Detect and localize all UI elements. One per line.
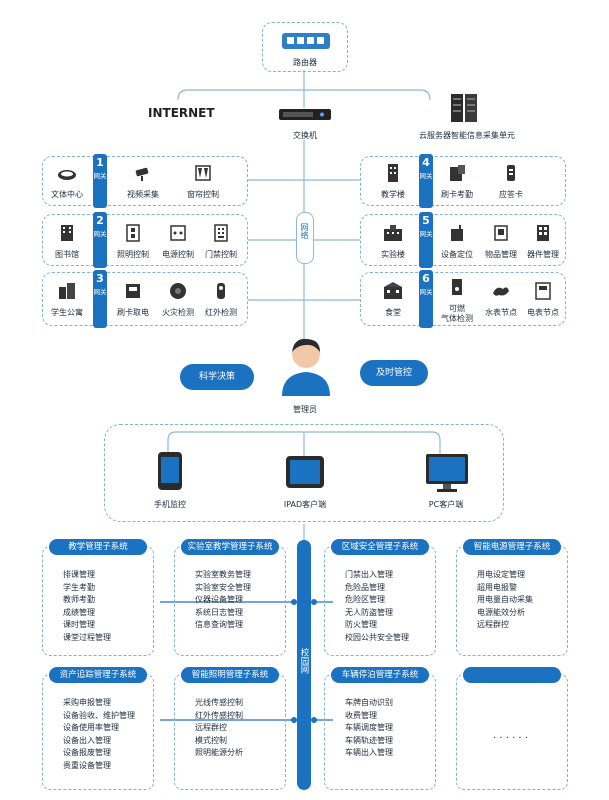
subsystem-vehicle-parking: 车辆停泊管理子系统 车牌自动识别收费管理 车辆调度管理车辆轨迹管理 车辆出入管理 — [324, 667, 436, 790]
area-teaching-building: 教学楼 — [363, 163, 423, 200]
campus-network-label: 校园网 — [299, 648, 309, 674]
area-sports-center: 文体中心 — [37, 163, 97, 200]
power-socket-icon — [170, 225, 186, 241]
curtain-icon — [195, 165, 211, 181]
lab-building-icon — [384, 225, 402, 241]
area-library: 图书馆 — [37, 223, 97, 260]
subsystem-smart-power: 智能电源管理子系统 用电设定管理超用电报警 用电量自动采集电源能效分析 远程群控 — [456, 539, 568, 656]
tablet-icon — [286, 456, 324, 488]
subsystem-asset-tracking: 资产追踪管理子系统 采购申报管理设备验收、维护管理 设备使用率管理设备出入管理 … — [42, 667, 154, 790]
client-mobile: 手机监控 — [154, 500, 186, 509]
subsystem-more: · · · · · · — [456, 667, 568, 790]
device-video-capture: 视频采集 — [113, 163, 173, 200]
admin-person-icon — [282, 338, 330, 396]
admin-label: 管理员 — [293, 405, 317, 414]
light-switch-icon — [126, 224, 140, 242]
apartment-icon — [59, 283, 75, 299]
building-icon — [61, 225, 73, 241]
card-slot-icon — [126, 284, 140, 298]
canteen-icon — [384, 282, 402, 299]
device-electric-meter: 电表节点 — [513, 281, 573, 318]
card-reader-icon — [450, 165, 465, 181]
router-icon — [282, 33, 330, 49]
subsystem-teaching: 教学管理子系统 排课管理学生考勤 教师考勤成绩管理 课时管理课堂过程管理 — [42, 539, 154, 656]
server-rack-icon — [451, 94, 477, 122]
device-fire-detection: 火灾检测 — [148, 281, 208, 318]
subsystem-lab-teaching: 实验室教学管理子系统 实验室教务管理实验室安全管理 仪器设备管理系统日志管理 信… — [174, 539, 286, 656]
switch-icon — [279, 109, 331, 120]
device-card-power: 刷卡取电 — [103, 281, 163, 318]
subsystem-area-security: 区域安全管理子系统 门禁出入管理危险品管理 危险区管理无人防盗管理 防火管理校园… — [324, 539, 436, 656]
area-dormitory: 学生公寓 — [37, 281, 97, 318]
device-power-control: 电源控制 — [148, 223, 208, 260]
tag-icon — [494, 225, 508, 241]
bubble-timely-control: 及时管控 — [360, 360, 428, 386]
campus-network-bar: 校园网 — [297, 540, 311, 790]
device-answer-card: 应答卡 — [481, 163, 541, 200]
gas-detector-icon — [452, 279, 462, 295]
stadium-icon — [58, 170, 76, 180]
device-component-management: 器件管理 — [513, 223, 573, 260]
device-curtain-control: 窗帘控制 — [173, 163, 233, 200]
area-lab-building: 实验楼 — [363, 223, 423, 260]
bubble-scientific-decision: 科学决策 — [180, 364, 254, 390]
device-lighting-control: 照明控制 — [103, 223, 163, 260]
water-meter-icon — [493, 287, 509, 296]
device-card-attendance: 刷卡考勤 — [427, 163, 487, 200]
device-item-management: 物品管理 — [471, 223, 531, 260]
grid-icon — [537, 225, 549, 241]
cloud-server-label: 云服务器智能信息采集单元 — [419, 131, 515, 140]
keypad-icon — [214, 224, 228, 242]
device-gas-detection: 可燃 气体检测 — [427, 277, 487, 324]
more-ellipsis: · · · · · · — [493, 733, 528, 744]
switch-label: 交换机 — [293, 131, 317, 140]
tower-icon — [388, 164, 398, 182]
camera-icon — [135, 167, 149, 181]
router-label: 路由器 — [293, 58, 317, 67]
clicker-icon — [507, 165, 515, 181]
infrared-sensor-icon — [217, 283, 225, 299]
network-label: 网络 — [300, 223, 309, 239]
area-canteen: 食堂 — [363, 281, 423, 318]
phone-icon — [158, 452, 182, 490]
smoke-detector-icon — [170, 283, 186, 299]
router-box: 路由器 — [262, 22, 348, 72]
device-positioning: 设备定位 — [427, 223, 487, 260]
client-ipad: IPAD客户端 — [283, 500, 327, 509]
clients-box: 手机监控 IPAD客户端 PC客户端 — [104, 424, 504, 522]
locator-icon — [451, 225, 463, 241]
monitor-icon — [426, 454, 468, 492]
electric-meter-icon — [535, 282, 551, 300]
network-pill: 网络 — [296, 212, 314, 264]
internet-label: INTERNET — [148, 106, 215, 120]
subsystem-smart-lighting: 智能照明管理子系统 光线传感控制红外传感控制 远程群控模式控制 照明能源分析 — [174, 667, 286, 790]
device-water-meter: 水表节点 — [471, 281, 531, 318]
device-infrared-detection: 红外检测 — [191, 281, 251, 318]
device-access-control: 门禁控制 — [191, 223, 251, 260]
client-pc: PC客户端 — [428, 500, 464, 509]
